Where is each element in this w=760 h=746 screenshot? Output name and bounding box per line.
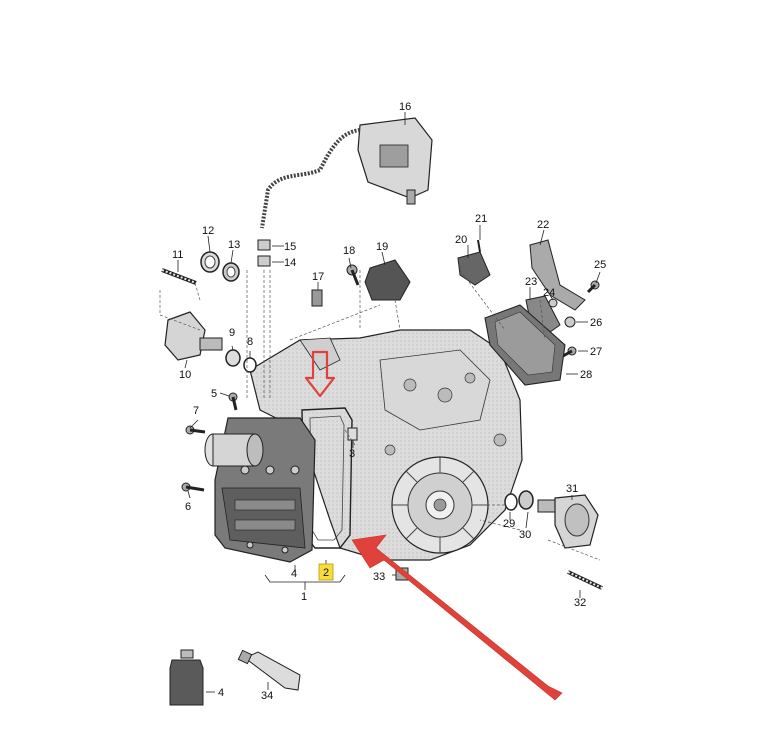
callout-6: 6: [185, 501, 191, 513]
bolt-27: [562, 346, 577, 358]
seal-3: [347, 427, 358, 441]
callout-33: 33: [373, 571, 385, 583]
callout-7: 7: [193, 405, 199, 417]
callout-4-bottle: 4: [218, 687, 224, 699]
seal-9: [225, 349, 241, 367]
callout-5: 5: [211, 388, 217, 400]
callout-13: 13: [228, 239, 240, 251]
callout-10: 10: [179, 369, 191, 381]
callout-1: 1: [301, 591, 307, 603]
callout-11: 11: [172, 249, 183, 261]
flange-shaft-10: [164, 311, 223, 361]
callout-25: 25: [594, 259, 606, 271]
ring-30: [518, 490, 534, 510]
seal-29: [504, 493, 518, 511]
pin-17: [311, 289, 323, 307]
callout-9: 9: [229, 327, 235, 339]
gearbox-housing: [249, 329, 523, 561]
bolt-7: [185, 425, 206, 435]
callout-3: 3: [349, 448, 355, 460]
mechatronic-unit: [204, 417, 316, 563]
callout-4-assembly: 4: [291, 568, 297, 580]
plug-14-15: [257, 239, 271, 267]
callout-24: 24: [543, 287, 555, 299]
nut-26: [564, 316, 576, 328]
callout-labels: 2 16 12 13 15 14 11 18 19 17 20 21 22 23…: [172, 101, 606, 702]
callout-23: 23: [525, 276, 537, 288]
callout-26: 26: [590, 317, 602, 329]
bolt-18: [346, 264, 360, 286]
bracket-19: [364, 259, 411, 301]
wiring-harness: [260, 128, 361, 229]
switch-20-21: [457, 239, 491, 286]
callout-27: 27: [590, 346, 602, 358]
bolt-25: [586, 280, 600, 294]
dashed-guides: [159, 269, 601, 561]
callout-20: 20: [455, 234, 467, 246]
callout-2: 2: [323, 567, 329, 579]
oil-bottle: [169, 649, 204, 706]
nut-24: [548, 298, 558, 308]
flange-shaft-31: [537, 494, 599, 549]
bolt-5: [228, 392, 238, 411]
bolt-6: [181, 482, 205, 492]
callout-12: 12: [202, 225, 214, 237]
leader-lines: [177, 112, 601, 693]
callout-34: 34: [261, 690, 273, 702]
callout-8: 8: [247, 336, 253, 348]
highlight-arrow-outline: [304, 350, 336, 398]
callout-21: 21: [475, 213, 487, 225]
callout-16: 16: [399, 101, 411, 113]
callout-28: 28: [580, 369, 592, 381]
control-module: [357, 117, 433, 205]
callout-32: 32: [574, 597, 586, 609]
bell-housing: [391, 456, 489, 554]
sealant-tube: [237, 649, 301, 691]
large-red-pointer-arrow: [351, 534, 563, 701]
callout-31: 31: [566, 483, 578, 495]
callout-14: 14: [284, 257, 296, 269]
callout-19: 19: [376, 241, 388, 253]
bolt-32: [567, 570, 603, 590]
callout-30: 30: [519, 529, 531, 541]
callout-17: 17: [312, 271, 324, 283]
callout-18: 18: [343, 245, 355, 257]
callout-29: 29: [503, 518, 515, 530]
bracket-22: [529, 239, 586, 311]
bolt-11: [161, 268, 197, 285]
callout-15: 15: [284, 241, 296, 253]
ring-8: [243, 357, 257, 373]
callout-22: 22: [537, 219, 549, 231]
highlighted-callout-box: [318, 563, 334, 581]
